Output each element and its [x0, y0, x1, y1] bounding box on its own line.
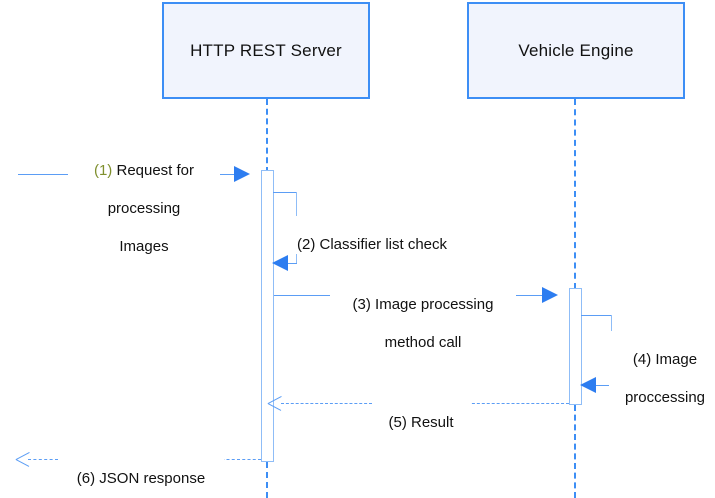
message-5-line-left [281, 403, 372, 404]
message-5-line-right [462, 403, 569, 404]
message-1-label: (1) Request for processing Images [68, 142, 220, 256]
lifeline-http-rest-server-lower [266, 462, 268, 498]
participant-label-vehicle-engine: Vehicle Engine [518, 40, 634, 60]
message-5-label: (5) Result [372, 394, 470, 432]
message-1-number: (1) Request for [93, 162, 195, 179]
message-4-text-line1: (4) Image [632, 351, 698, 368]
message-1-arrowhead [234, 166, 250, 182]
lifeline-vehicle-engine [574, 99, 576, 289]
message-1-text-line3: Images [119, 238, 169, 255]
message-3-label: (3) Image processing method call [330, 276, 516, 352]
participant-box-vehicle-engine[interactable]: Vehicle Engine [467, 2, 685, 99]
message-2-line-top [273, 192, 297, 193]
message-3-line-left [274, 295, 332, 296]
message-1-line-left [18, 174, 76, 175]
lifeline-vehicle-engine-lower [574, 405, 576, 498]
message-4-line-top [581, 315, 612, 316]
message-4-arrowhead [580, 377, 596, 393]
message-4-line-bottom [596, 385, 612, 386]
message-3-line-right [508, 295, 544, 296]
activation-bar-http-rest-server [261, 170, 274, 462]
message-2-label: (2) Classifier list check [294, 216, 451, 254]
participant-box-http-rest-server[interactable]: HTTP REST Server [162, 2, 370, 99]
message-3-text-line1: (3) Image processing [352, 296, 494, 313]
activation-bar-vehicle-engine [569, 288, 582, 405]
message-6-line-left [28, 459, 58, 460]
message-6-label: (6) JSON response [58, 450, 224, 488]
message-1-text-line2: processing [107, 200, 181, 217]
message-4-label: (4) Image proccessing [609, 331, 715, 407]
message-6-line-right [216, 459, 261, 460]
message-6-text: (6) JSON response [76, 470, 206, 487]
message-2-line-bottom [288, 263, 297, 264]
message-2-arrowhead [272, 255, 288, 271]
lifeline-http-rest-server [266, 99, 268, 173]
message-2-text: (2) Classifier list check [297, 236, 448, 253]
participant-label-http-rest-server: HTTP REST Server [190, 40, 342, 60]
message-4-text-line2: proccessing [624, 389, 706, 406]
message-3-text-line2: method call [384, 334, 462, 351]
message-5-text: (5) Result [388, 414, 454, 431]
message-3-arrowhead [542, 287, 558, 303]
